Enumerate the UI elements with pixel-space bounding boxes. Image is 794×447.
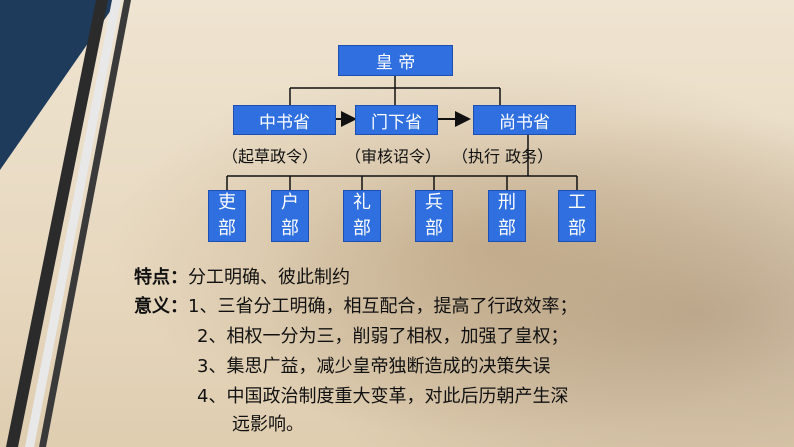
menxia-role: （审核诏令） bbox=[345, 147, 442, 166]
ministry-hu: 户 部 bbox=[271, 190, 309, 242]
ministry-char: 户 bbox=[281, 192, 299, 213]
shangshu-label: 尚书省 bbox=[499, 112, 550, 133]
ministry-li-rites: 礼 部 bbox=[343, 190, 381, 242]
ministry-char: 部 bbox=[218, 218, 236, 239]
ministry-char: 工 bbox=[568, 192, 586, 213]
zhongshu-role: （起草政令） bbox=[222, 147, 319, 166]
emperor-label: 皇 帝 bbox=[375, 53, 416, 73]
ministry-char: 部 bbox=[281, 218, 299, 239]
shangshu-role: （执行 政务） bbox=[452, 147, 554, 166]
zhongshu-box: 中书省 bbox=[233, 105, 336, 135]
menxia-label: 门下省 bbox=[371, 112, 422, 133]
ministry-li-personnel: 吏 部 bbox=[208, 190, 246, 242]
significance-item: 远影响。 bbox=[232, 414, 304, 435]
features-label: 特点： bbox=[134, 267, 188, 288]
features-row: 特点：分工明确、彼此制约 bbox=[134, 263, 350, 289]
zhongshu-label: 中书省 bbox=[259, 112, 310, 133]
ministry-char: 部 bbox=[425, 218, 443, 239]
ministry-char: 吏 bbox=[218, 192, 236, 213]
ministry-char: 兵 bbox=[425, 192, 443, 213]
ministry-char: 礼 bbox=[353, 192, 371, 213]
significance-item: 2、相权一分为三，削弱了相权，加强了皇权； bbox=[197, 326, 569, 347]
significance-label: 意义： bbox=[134, 296, 188, 317]
shangshu-box: 尚书省 bbox=[473, 105, 576, 135]
significance-item: 1、三省分工明确，相互配合，提高了行政效率； bbox=[188, 296, 578, 317]
ministry-char: 部 bbox=[568, 218, 586, 239]
significance-item: 4、中国政治制度重大变革，对此后历朝产生深 bbox=[197, 386, 569, 407]
ministry-gong: 工 部 bbox=[558, 190, 596, 242]
ministry-bing: 兵 部 bbox=[415, 190, 453, 242]
ministry-char: 部 bbox=[353, 218, 371, 239]
ministry-char: 部 bbox=[498, 218, 516, 239]
ministry-xing: 刑 部 bbox=[488, 190, 526, 242]
significance-item: 3、集思广益，减少皇帝独断造成的决策失误 bbox=[197, 356, 551, 377]
ministry-char: 刑 bbox=[498, 192, 516, 213]
features-text: 分工明确、彼此制约 bbox=[188, 267, 350, 288]
emperor-box: 皇 帝 bbox=[338, 45, 453, 76]
significance-row-1: 意义：1、三省分工明确，相互配合，提高了行政效率； bbox=[134, 292, 577, 318]
menxia-box: 门下省 bbox=[355, 105, 438, 135]
